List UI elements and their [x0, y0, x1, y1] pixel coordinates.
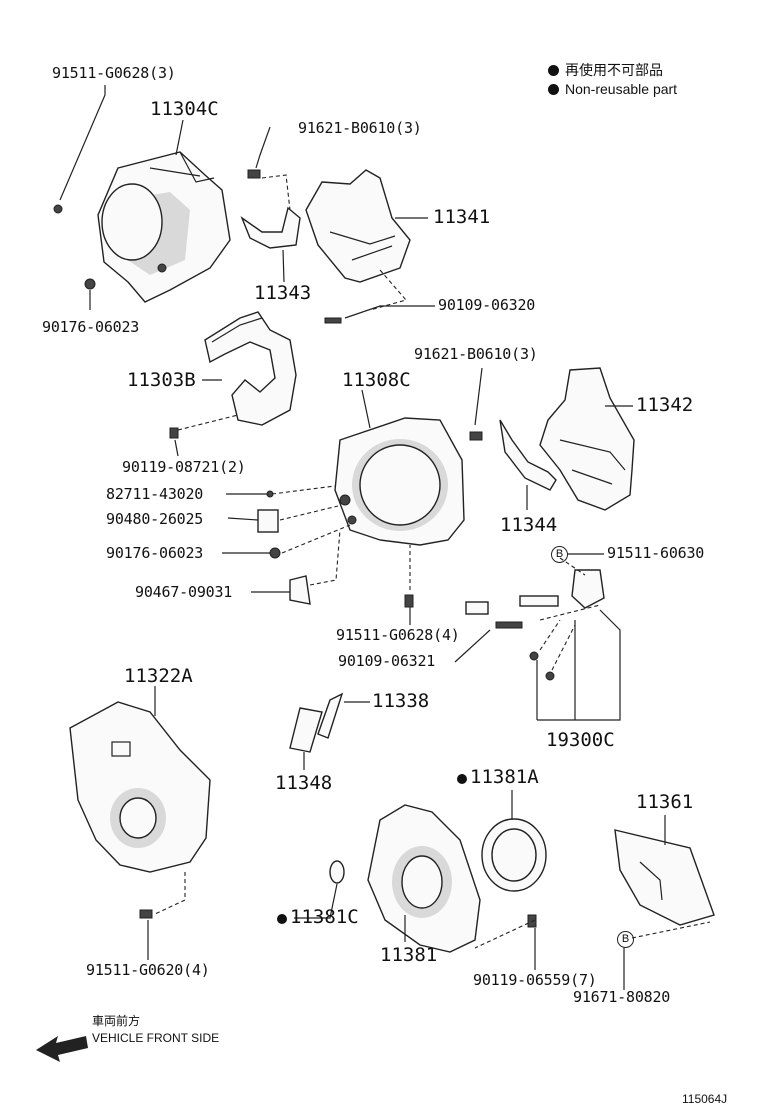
label-90467-09031[interactable]: 90467-09031: [135, 583, 233, 601]
part-11344-illustration: [499, 419, 557, 491]
label-11344[interactable]: 11344: [500, 514, 558, 536]
label-90109-06320[interactable]: 90109-06320: [438, 296, 536, 314]
vehicle-front-label-en: VEHICLE FRONT SIDE: [92, 1031, 220, 1045]
label-11381a[interactable]: 11381A: [457, 768, 539, 787]
filled-dot-icon: [548, 84, 559, 95]
label-91511-g0628-4[interactable]: 91511-G0628(4): [336, 626, 460, 644]
label-11343[interactable]: 11343: [254, 282, 312, 304]
label-11381c-text: 11381C: [290, 906, 359, 928]
label-90119-06559-7[interactable]: 90119-06559(7): [473, 971, 597, 989]
label-11308c[interactable]: 11308C: [342, 369, 411, 391]
label-11361[interactable]: 11361: [636, 791, 694, 813]
part-11308c-illustration: [334, 417, 465, 546]
label-90176-06023-mid[interactable]: 90176-06023: [106, 544, 204, 562]
legend-non-reusable-en: Non-reusable part: [548, 81, 677, 97]
label-11348[interactable]: 11348: [275, 772, 333, 794]
part-11381a-illustration: [481, 818, 547, 892]
label-91671-80820[interactable]: 91671-80820: [573, 988, 671, 1006]
label-11304c[interactable]: 11304C: [150, 98, 219, 120]
label-11342[interactable]: 11342: [636, 394, 694, 416]
part-11341-illustration: [305, 169, 411, 283]
vehicle-front-arrow-icon: [36, 1036, 88, 1062]
label-90119-08721-2[interactable]: 90119-08721(2): [122, 458, 246, 476]
filled-dot-icon: [548, 65, 559, 76]
label-11303b[interactable]: 11303B: [127, 369, 196, 391]
non-reusable-dot-icon: [277, 914, 287, 924]
part-11381-illustration: [367, 804, 481, 953]
label-91621-b0610-3-mid[interactable]: 91621-B0610(3): [414, 345, 538, 363]
legend-text-en: Non-reusable part: [565, 81, 678, 97]
label-11322a[interactable]: 11322A: [124, 665, 193, 687]
label-91511-60630[interactable]: 91511-60630: [607, 544, 705, 562]
part-11322a-illustration: [69, 701, 211, 873]
reference-b-marker-2: B: [617, 931, 634, 948]
part-11342-illustration: [539, 367, 635, 511]
part-11304c-illustration: [97, 151, 231, 303]
legend-text-jp: 再使用不可部品: [565, 62, 663, 78]
label-11381[interactable]: 11381: [380, 944, 438, 966]
label-91511-g0620-4[interactable]: 91511-G0620(4): [86, 961, 210, 979]
label-90480-26025[interactable]: 90480-26025: [106, 510, 204, 528]
non-reusable-dot-icon: [457, 774, 467, 784]
part-11361-illustration: [614, 829, 715, 926]
figure-id: 115064J: [682, 1092, 728, 1106]
part-11303b-illustration: [204, 311, 297, 426]
label-19300c[interactable]: 19300C: [546, 729, 615, 751]
reference-b-marker: B: [551, 546, 568, 563]
label-91621-b0610-3-top[interactable]: 91621-B0610(3): [298, 119, 422, 137]
leader-lines: [59, 85, 711, 990]
label-11341[interactable]: 11341: [433, 206, 491, 228]
legend-non-reusable-jp: 再使用不可部品: [548, 60, 663, 80]
part-11338-11348-illustration: [289, 692, 344, 753]
vehicle-front-label-jp: 車両前方: [92, 1014, 141, 1028]
label-91511-g0628-3[interactable]: 91511-G0628(3): [52, 64, 176, 82]
part-11343-illustration: [240, 206, 301, 249]
label-90109-06321[interactable]: 90109-06321: [338, 652, 436, 670]
label-90176-06023-top[interactable]: 90176-06023: [42, 318, 140, 336]
label-82711-43020[interactable]: 82711-43020: [106, 485, 204, 503]
label-11381a-text: 11381A: [470, 766, 539, 788]
part-11381c-illustration: [329, 860, 345, 884]
label-11338[interactable]: 11338: [372, 690, 430, 712]
label-11381c[interactable]: 11381C: [277, 908, 359, 927]
